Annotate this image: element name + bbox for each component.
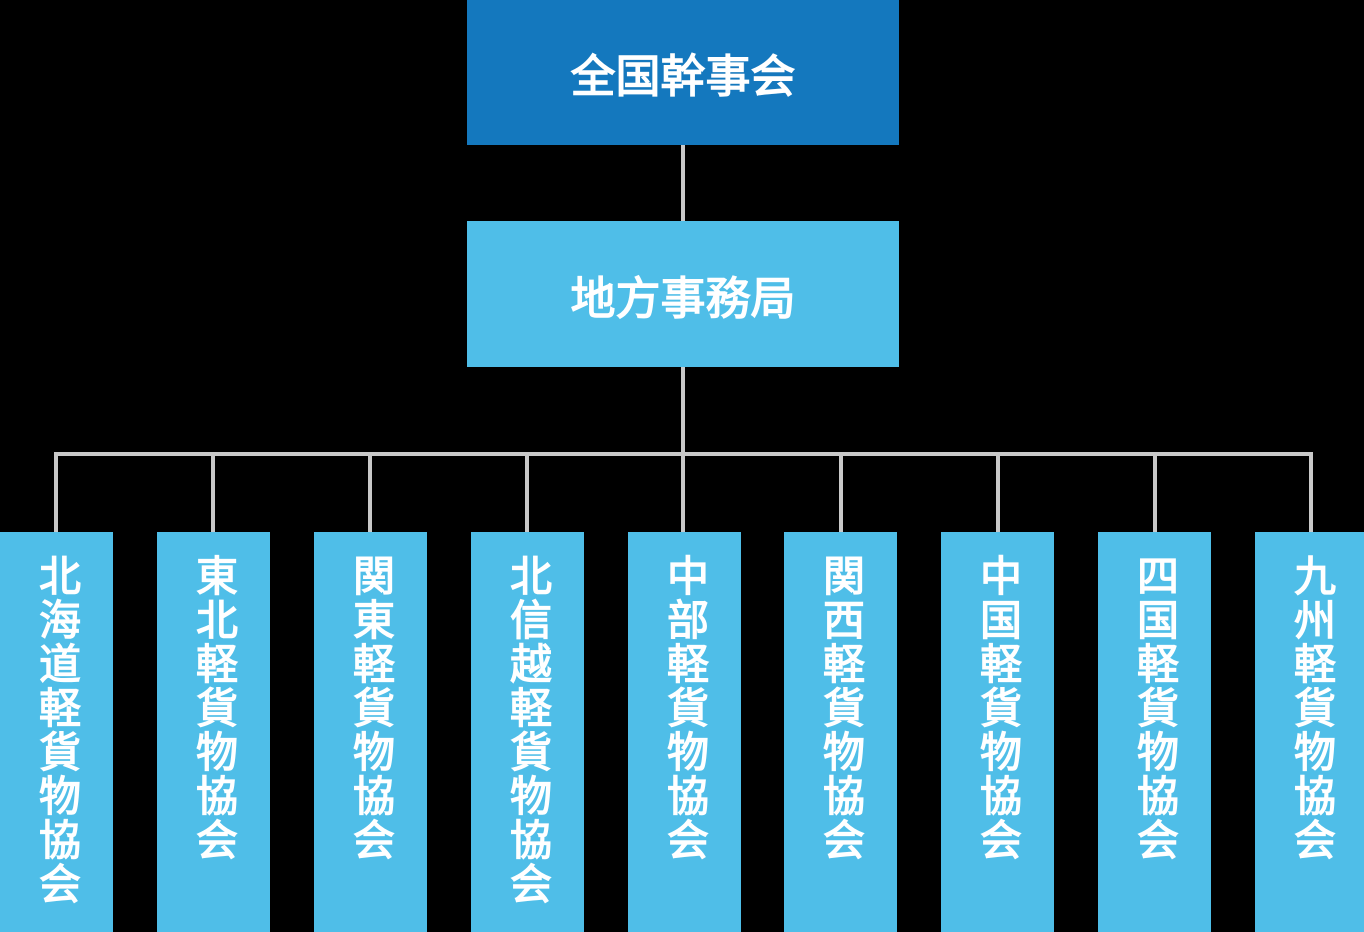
org-node-label: 北海道軽貨物協会 [32, 554, 82, 906]
org-node-label: 九州軽貨物協会 [1287, 554, 1337, 862]
org-node-hokushinetsu-association: 北信越軽貨物協会 [471, 532, 584, 932]
connector-drop-hokushinetsu [525, 452, 529, 532]
org-node-kanto-association: 関東軽貨物協会 [314, 532, 427, 932]
org-node-chubu-association: 中部軽貨物協会 [628, 532, 741, 932]
org-node-label: 関西軽貨物協会 [816, 554, 866, 862]
org-node-kyushu-association: 九州軽貨物協会 [1255, 532, 1364, 932]
org-node-hokkaido-association: 北海道軽貨物協会 [0, 532, 113, 932]
connector-drop-chugoku [996, 452, 1000, 532]
org-node-label: 地方事務局 [570, 271, 796, 325]
org-node-shikoku-association: 四国軽貨物協会 [1098, 532, 1211, 932]
connector-drop-kansai [839, 452, 843, 532]
connector-office-branches [681, 367, 685, 532]
connector-root-office [681, 145, 685, 222]
org-node-label: 全国幹事会 [570, 50, 796, 103]
org-node-tohoku-association: 東北軽貨物協会 [157, 532, 270, 932]
connector-drop-kanto [368, 452, 372, 532]
org-node-label: 関東軽貨物協会 [346, 554, 396, 862]
org-node-chugoku-association: 中国軽貨物協会 [941, 532, 1054, 932]
connector-horizontal-bus [54, 452, 1313, 456]
org-node-national-board: 全国幹事会 [467, 0, 899, 145]
connector-drop-kyushu [1309, 452, 1313, 532]
org-node-kansai-association: 関西軽貨物協会 [784, 532, 897, 932]
org-node-label: 中国軽貨物協会 [973, 554, 1023, 862]
org-node-label: 中部軽貨物協会 [660, 554, 710, 862]
connector-drop-hokkaido [54, 452, 58, 532]
connector-drop-shikoku [1153, 452, 1157, 532]
org-node-label: 東北軽貨物協会 [189, 554, 239, 862]
org-node-regional-office: 地方事務局 [467, 221, 899, 367]
org-node-label: 四国軽貨物協会 [1130, 554, 1180, 862]
org-node-label: 北信越軽貨物協会 [503, 554, 553, 906]
connector-drop-tohoku [211, 452, 215, 532]
